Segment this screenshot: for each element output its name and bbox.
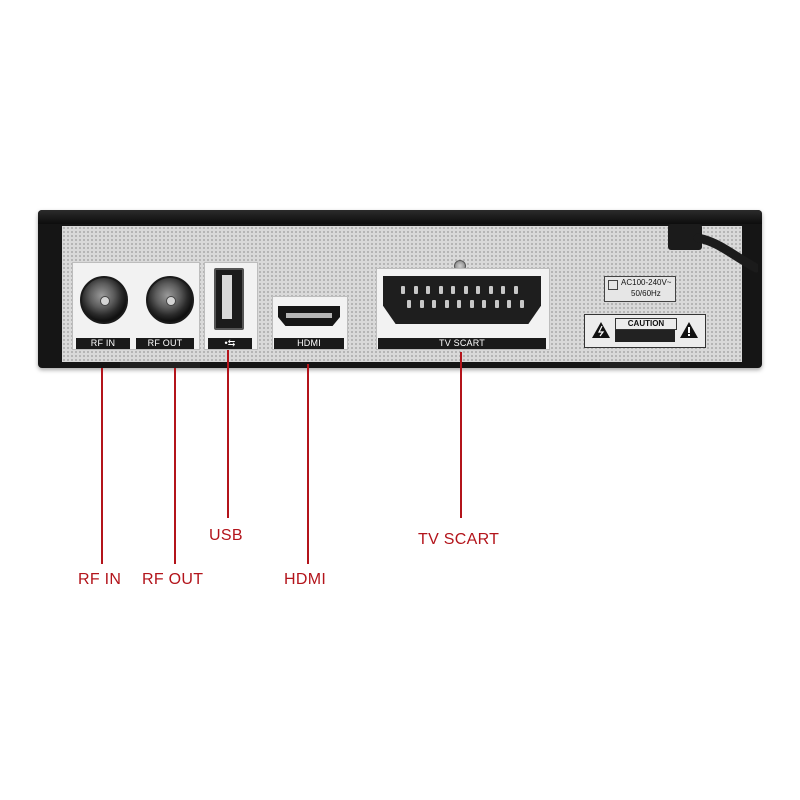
rf-out-callout-label: RF OUT <box>142 571 204 588</box>
scart-pin <box>432 300 436 308</box>
usb-callout-line <box>227 350 229 518</box>
power-cord <box>668 224 758 273</box>
double-insulation-icon <box>608 280 618 290</box>
scart-pin <box>451 286 455 294</box>
hdmi-connector <box>278 306 340 326</box>
scart-connector <box>383 276 541 324</box>
rf-in-panel-label: RF IN <box>76 338 130 349</box>
tv-scart-callout-label: TV SCART <box>418 531 500 548</box>
usb-callout-label: USB <box>209 527 243 544</box>
scart-pin <box>519 300 524 308</box>
scart-pin <box>444 300 449 308</box>
rf-in-callout-label: RF IN <box>78 571 122 588</box>
scart-pin <box>413 286 418 294</box>
tv-scart-panel-label: TV SCART <box>378 338 546 349</box>
rf-out-panel-label: RF OUT <box>136 338 194 349</box>
scart-pin <box>482 300 486 308</box>
power-rating-line2: 50/60Hz <box>631 289 661 298</box>
power-rating-label: AC100-240V~ 50/60Hz <box>604 276 676 302</box>
hdmi-callout-line <box>307 364 309 564</box>
scart-pin <box>488 286 493 294</box>
usb-connector <box>214 268 244 330</box>
scart-pin <box>494 300 499 308</box>
rf-in-callout-line <box>101 368 103 564</box>
scart-pin <box>501 286 505 294</box>
shock-warning-icon <box>592 322 610 338</box>
scart-pin-array <box>397 286 527 314</box>
scart-pin <box>419 300 424 308</box>
right-foot <box>600 362 680 368</box>
hdmi-callout-label: HDMI <box>284 571 327 588</box>
power-rating-line1: AC100-240V~ <box>621 278 672 287</box>
scart-pin <box>457 300 461 308</box>
caution-title: CAUTION <box>615 318 677 330</box>
rf-out-callout-line <box>174 368 176 564</box>
scart-pin <box>463 286 468 294</box>
scart-pin <box>507 300 511 308</box>
hdmi-panel-label: HDMI <box>274 338 344 349</box>
rf-in-connector <box>80 276 128 324</box>
scart-pin <box>407 300 411 308</box>
left-foot <box>120 362 200 368</box>
rf-out-connector <box>146 276 194 324</box>
tv-scart-callout-line <box>460 352 462 518</box>
scart-pin <box>513 286 518 294</box>
usb-panel-label: •⇆ <box>208 338 252 349</box>
scart-pin <box>469 300 474 308</box>
caution-label: CAUTION <box>584 314 706 348</box>
scart-pin <box>438 286 443 294</box>
scart-pin <box>401 286 405 294</box>
scart-pin <box>426 286 430 294</box>
warning-exclamation-icon <box>680 322 698 338</box>
scart-pin <box>476 286 480 294</box>
caution-fine-print <box>615 330 675 342</box>
set-top-box-top-edge <box>38 210 762 224</box>
